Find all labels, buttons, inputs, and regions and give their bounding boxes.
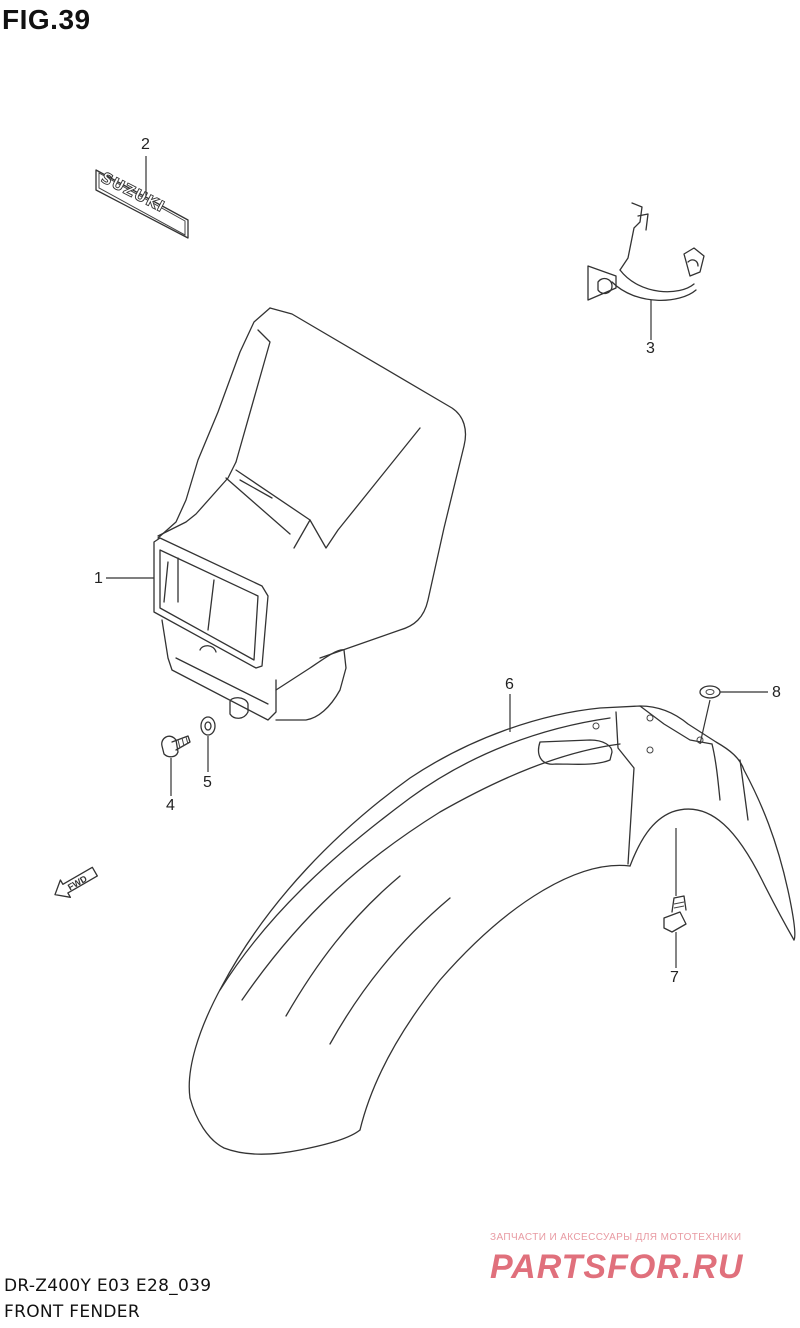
callout-2: 2 bbox=[141, 136, 150, 153]
leader-lines bbox=[106, 156, 768, 968]
fender-bolt-part bbox=[663, 895, 687, 933]
section-title: FRONT FENDER bbox=[4, 1302, 140, 1322]
callout-1: 1 bbox=[94, 570, 103, 587]
callout-4: 4 bbox=[166, 797, 175, 814]
washer-part bbox=[200, 716, 216, 736]
fwd-arrow-icon: FWD bbox=[54, 866, 98, 898]
callout-6: 6 bbox=[505, 676, 514, 693]
figure-title: FIG.39 bbox=[2, 4, 91, 35]
callout-3: 3 bbox=[646, 340, 655, 357]
bolt-part bbox=[161, 735, 191, 758]
callout-7: 7 bbox=[670, 969, 679, 986]
headlight-housing-part bbox=[153, 307, 467, 721]
front-fender-part bbox=[188, 705, 796, 1155]
fender-washer-part bbox=[699, 685, 721, 699]
clamp-part bbox=[587, 202, 705, 301]
watermark-tagline: ЗАПЧАСТИ И АКСЕССУАРЫ ДЛЯ МОТОТЕХНИКИ bbox=[490, 1232, 742, 1243]
model-code: DR-Z400Y E03 E28_039 bbox=[4, 1276, 212, 1296]
watermark-brand: PARTSFOR.RU bbox=[490, 1248, 744, 1286]
callout-8: 8 bbox=[772, 684, 781, 701]
fwd-badge-text: FWD bbox=[66, 873, 89, 892]
emblem-part: SUZUKI bbox=[95, 168, 189, 239]
callout-5: 5 bbox=[203, 774, 212, 791]
